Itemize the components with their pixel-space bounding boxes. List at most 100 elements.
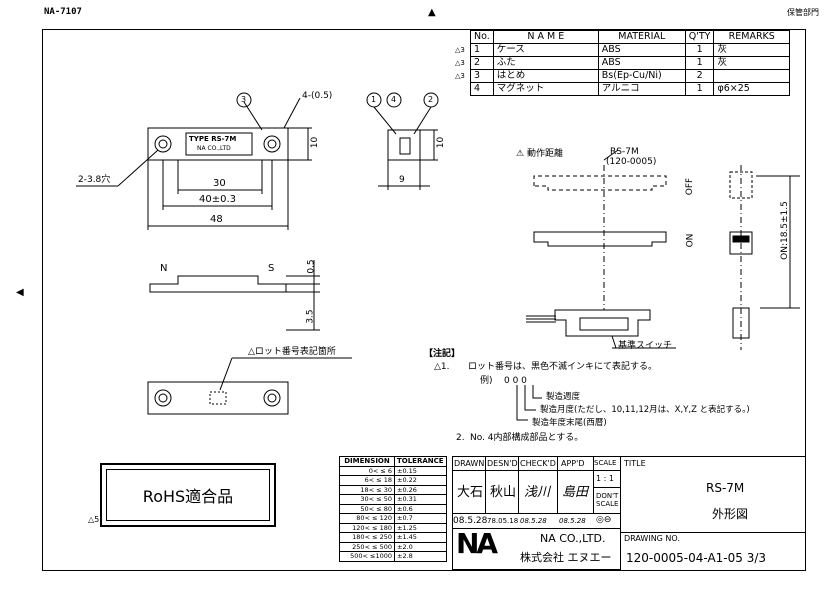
company-name-en: NA CO.,LTD. <box>540 532 606 545</box>
signature-desnd: 秋山 <box>490 485 517 500</box>
dim-0-5: 0.5 <box>306 259 317 274</box>
cell: ±0.22 <box>394 475 447 486</box>
tolerance-table: DIMENSION TOLERANCE 0< ≤ 6±0.15 6< ≤ 18±… <box>339 456 447 562</box>
drawing-no-label: DRAWING NO. <box>624 534 680 543</box>
note-2: No. 4内部構成部品とする。 <box>470 433 584 443</box>
operation-code: (120-0005) <box>606 157 657 167</box>
lot-mark-label: △ロット番号表記箇所 <box>248 347 336 357</box>
cell-material: アルニコ <box>597 82 686 96</box>
title-label: TITLE <box>624 459 646 468</box>
rev-triangle-icon: △3 <box>455 46 465 54</box>
top-view-outline <box>147 127 289 161</box>
table-row: 180< ≤ 250±1.45 <box>339 532 447 543</box>
table-row: 50< ≤ 80±0.6 <box>339 503 447 514</box>
date-appd: 08.5.28 <box>559 517 586 525</box>
table-row: 500< ≤1000±2.8 <box>339 551 447 562</box>
operation-title: ⚠ 動作距離 <box>516 149 563 159</box>
rohs-label: RoHS適合品 <box>142 487 234 506</box>
cell: ±2.0 <box>394 541 447 552</box>
drawing-no: 120-0005-04-A1-05 3/3 <box>626 551 767 565</box>
side-view-outline <box>149 275 287 293</box>
dim-30: 30 <box>213 178 226 189</box>
cell: ±1.45 <box>394 532 447 543</box>
table-row: 30< ≤ 50±0.31 <box>339 494 447 505</box>
plate-maker: NA CO.,LTD <box>197 145 231 152</box>
example-label: 例) <box>480 376 493 386</box>
cell: 250< ≤ 500 <box>339 541 395 552</box>
date-desnd: 78.05.18 <box>487 517 519 525</box>
company-logo-icon: NA <box>456 527 498 560</box>
checkd-label: CHECK'D <box>520 459 556 468</box>
cell: ±0.6 <box>394 503 447 514</box>
cell: ±0.26 <box>394 484 447 495</box>
note-1: ロット番号は、黒色不滅インキにて表記する。 <box>468 362 658 372</box>
note-month: 製造月度(ただし、10,11,12月は、X,Y,Z と表記する。) <box>540 405 750 415</box>
note-week: 製造週度 <box>546 392 581 402</box>
pole-n: N <box>160 263 168 274</box>
cell-qty: 1 <box>684 82 715 96</box>
hole-right-icon <box>263 135 281 153</box>
dim-40: 40±0.3 <box>199 194 237 205</box>
bottom-view-outline <box>147 381 289 415</box>
reference-switch <box>554 309 651 337</box>
drawing-frame <box>42 29 806 571</box>
end-view-outline <box>387 129 421 161</box>
dim-10-top: 10 <box>310 136 321 149</box>
col-tolerance: TOLERANCE <box>394 456 447 467</box>
table-row: DIMENSION TOLERANCE <box>339 456 447 467</box>
col-dimension: DIMENSION <box>339 456 395 467</box>
parts-table: No. N A M E MATERIAL Q'TY REMARKS △3 1 ケ… <box>452 30 790 96</box>
table-row: 4 マグネット アルニコ 1 φ6×25 <box>452 82 790 96</box>
drawn-label: DRAWN <box>454 459 485 468</box>
dim-chamfer: 4-(0.5) <box>302 91 333 101</box>
table-row: 6< ≤ 18±0.22 <box>339 475 447 486</box>
cell: 80< ≤ 120 <box>339 513 395 524</box>
cell: 500< ≤1000 <box>339 551 395 562</box>
reference-switch-label: 基準スイッチ <box>618 341 673 351</box>
pole-s: S <box>268 263 275 274</box>
on-label: ON <box>685 233 696 248</box>
plate-type: TYPE RS-7M <box>189 135 237 143</box>
note-1-no: △1. <box>434 362 450 372</box>
label-plate <box>185 132 253 156</box>
operation-model: RS-7M <box>610 147 639 157</box>
callout-1: 1 <box>371 95 377 104</box>
table-row: 250< ≤ 500±2.0 <box>339 541 447 552</box>
hole-left-icon <box>154 135 172 153</box>
cell: ±2.8 <box>394 551 447 562</box>
date-checkd: 08.5.28 <box>520 517 547 525</box>
date-drawn: 08.5.28 <box>453 516 488 526</box>
department-label: 保管部門 <box>787 8 819 17</box>
callout-3: 3 <box>241 95 247 104</box>
dim-3-5: 3.5 <box>305 309 316 324</box>
cell: 6< ≤ 18 <box>339 475 395 486</box>
company-name-jp: 株式会社 エヌエー <box>520 551 612 564</box>
table-row: 80< ≤ 120±0.7 <box>339 513 447 524</box>
cell: 180< ≤ 250 <box>339 532 395 543</box>
cell: ±0.31 <box>394 494 447 505</box>
dim-10-end: 10 <box>436 136 447 149</box>
cell: ±1.25 <box>394 522 447 533</box>
center-mark-top-icon: ▲ <box>428 7 436 18</box>
table-row: △3 1 ケース ABS 1 灰 <box>452 43 790 57</box>
callout-4: 4 <box>391 95 397 104</box>
cell: 0< ≤ 6 <box>339 465 395 476</box>
cell-no: 4 <box>470 82 494 96</box>
magnet-on-position <box>533 231 667 247</box>
notes-title: 【注記】 <box>424 349 461 359</box>
dim-9: 9 <box>399 175 405 185</box>
rohs-rev-icon: △5 <box>88 515 100 524</box>
title-line-2: 外形図 <box>712 507 749 521</box>
scale-label: SCALE <box>594 459 617 467</box>
rev-triangle-icon: △3 <box>455 72 465 80</box>
cell: ±0.15 <box>394 465 447 476</box>
table-row: 0< ≤ 6±0.15 <box>339 465 447 476</box>
cell: ±0.7 <box>394 513 447 524</box>
signature-appd: 島田 <box>562 485 589 500</box>
signature-drawn: 大石 <box>457 485 484 500</box>
doc-code: NA-7107 <box>44 7 82 17</box>
off-label: OFF <box>685 177 696 196</box>
projection-icon: ◎⊖ <box>596 515 612 525</box>
